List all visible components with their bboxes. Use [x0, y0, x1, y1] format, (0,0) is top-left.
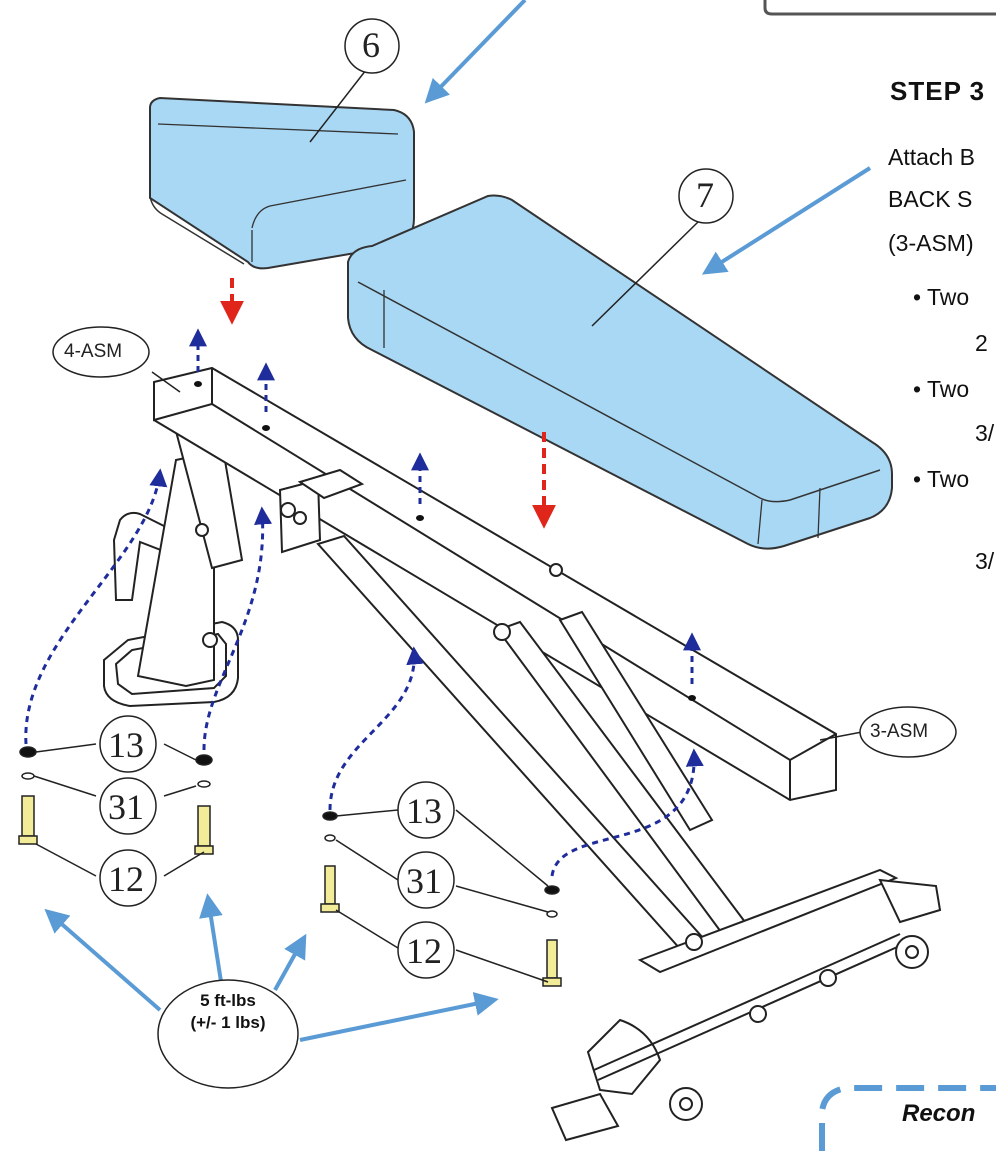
- mounting-holes: [194, 381, 696, 701]
- instruction-line-2: BACK S: [888, 186, 973, 212]
- instruction-box-corner: [763, 0, 996, 16]
- callout-4-asm: 4-ASM: [64, 341, 123, 362]
- hardware-left: [18, 746, 214, 855]
- bullet-2: • Two: [913, 376, 970, 402]
- back-pad-part7: [347, 194, 893, 550]
- torque-spec: 5 ft-lbs (+/- 1 lbs): [158, 990, 298, 1034]
- bullet-3: • Two: [913, 466, 970, 492]
- bullet-1-detail: 2: [975, 330, 988, 356]
- bench-frame: [103, 366, 942, 1142]
- bolt-path-dashes: [24, 328, 704, 877]
- red-install-arrows: [220, 278, 556, 529]
- callout-circles: [52, 18, 957, 1089]
- callout-part6: 6: [362, 25, 380, 65]
- callout-bolt-left: 12: [108, 859, 144, 899]
- torque-tolerance: (+/- 1 lbs): [190, 1013, 266, 1032]
- instruction-line-1: Attach B: [888, 144, 975, 170]
- recommendation-heading: Recon: [902, 1100, 976, 1127]
- bullet-3-detail: 3/: [975, 548, 995, 574]
- hardware-right: [320, 811, 562, 987]
- leader-lines: [33, 69, 863, 983]
- pointer-arrows: [44, 0, 872, 1042]
- callout-3-asm: 3-ASM: [870, 721, 929, 742]
- callout-lockwasher-right: 31: [406, 861, 442, 901]
- torque-value: 5 ft-lbs: [200, 991, 256, 1010]
- recommendation-box-border: [819, 1085, 996, 1151]
- bullet-2-detail: 3/: [975, 420, 995, 446]
- callout-bolt-right: 12: [406, 931, 442, 971]
- seat-pad-part6: [149, 96, 415, 270]
- callout-washer-left: 13: [108, 725, 144, 765]
- step-heading: STEP 3: [890, 76, 986, 106]
- callout-washer-right: 13: [406, 791, 442, 831]
- instruction-line-3: (3-ASM): [888, 230, 974, 256]
- callout-part7: 7: [696, 175, 714, 215]
- callout-lockwasher-left: 31: [108, 787, 144, 827]
- bullet-1: • Two: [913, 284, 970, 310]
